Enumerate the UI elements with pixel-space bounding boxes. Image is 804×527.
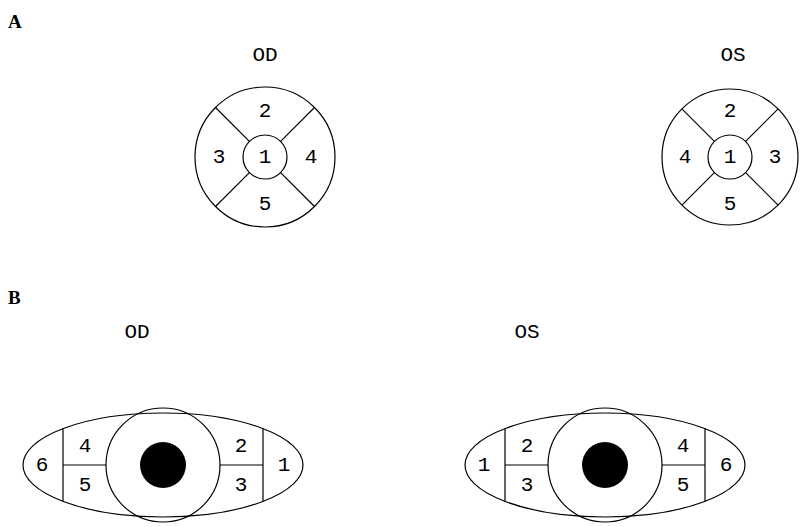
region-number: 1	[278, 455, 291, 476]
sector-divider	[746, 109, 779, 141]
region-number: 2	[724, 101, 737, 122]
region-number: 6	[720, 455, 733, 476]
region-number: 3	[769, 147, 782, 168]
sector-divider	[746, 173, 779, 206]
panel-letter: A	[8, 12, 22, 31]
eye-outline	[465, 413, 745, 517]
region-number: 6	[36, 455, 49, 476]
eye-outline	[23, 413, 303, 517]
sector-divider	[281, 173, 315, 207]
sector-divider	[281, 108, 315, 142]
region-divider	[662, 464, 705, 465]
sector-divider	[216, 108, 250, 142]
sector-divider	[682, 173, 715, 206]
region-number: 1	[724, 147, 737, 168]
region-number: 2	[235, 436, 248, 457]
region-number: 4	[679, 147, 692, 168]
pupil	[140, 442, 186, 488]
region-number: 5	[79, 475, 92, 496]
eye-label: OD	[252, 45, 277, 66]
eye-label: OS	[514, 322, 539, 343]
region-number: 5	[677, 475, 690, 496]
sector-divider	[682, 109, 715, 141]
iris-circle	[106, 408, 220, 522]
region-number: 1	[478, 455, 491, 476]
region-number: 4	[305, 147, 318, 168]
eye-label: OS	[720, 45, 745, 66]
panel-letter: B	[8, 288, 21, 307]
macula-outer-ring	[662, 89, 798, 225]
region-number: 5	[259, 194, 272, 215]
region-divider	[505, 464, 548, 465]
macula-outer-ring	[195, 87, 335, 227]
pupil	[582, 442, 628, 488]
macula-center-ring	[243, 135, 287, 179]
region-divider	[220, 464, 263, 465]
region-number: 3	[213, 147, 226, 168]
region-number: 3	[235, 475, 248, 496]
macula-center-ring	[708, 135, 752, 179]
eye-label: OD	[124, 322, 149, 343]
sector-divider	[216, 173, 250, 207]
region-number: 2	[259, 101, 272, 122]
region-number: 2	[521, 436, 534, 457]
region-number: 4	[677, 436, 690, 457]
region-number: 5	[724, 194, 737, 215]
iris-circle	[548, 408, 662, 522]
region-divider	[63, 464, 106, 465]
region-number: 1	[259, 147, 272, 168]
region-number: 3	[521, 475, 534, 496]
region-number: 4	[79, 436, 92, 457]
